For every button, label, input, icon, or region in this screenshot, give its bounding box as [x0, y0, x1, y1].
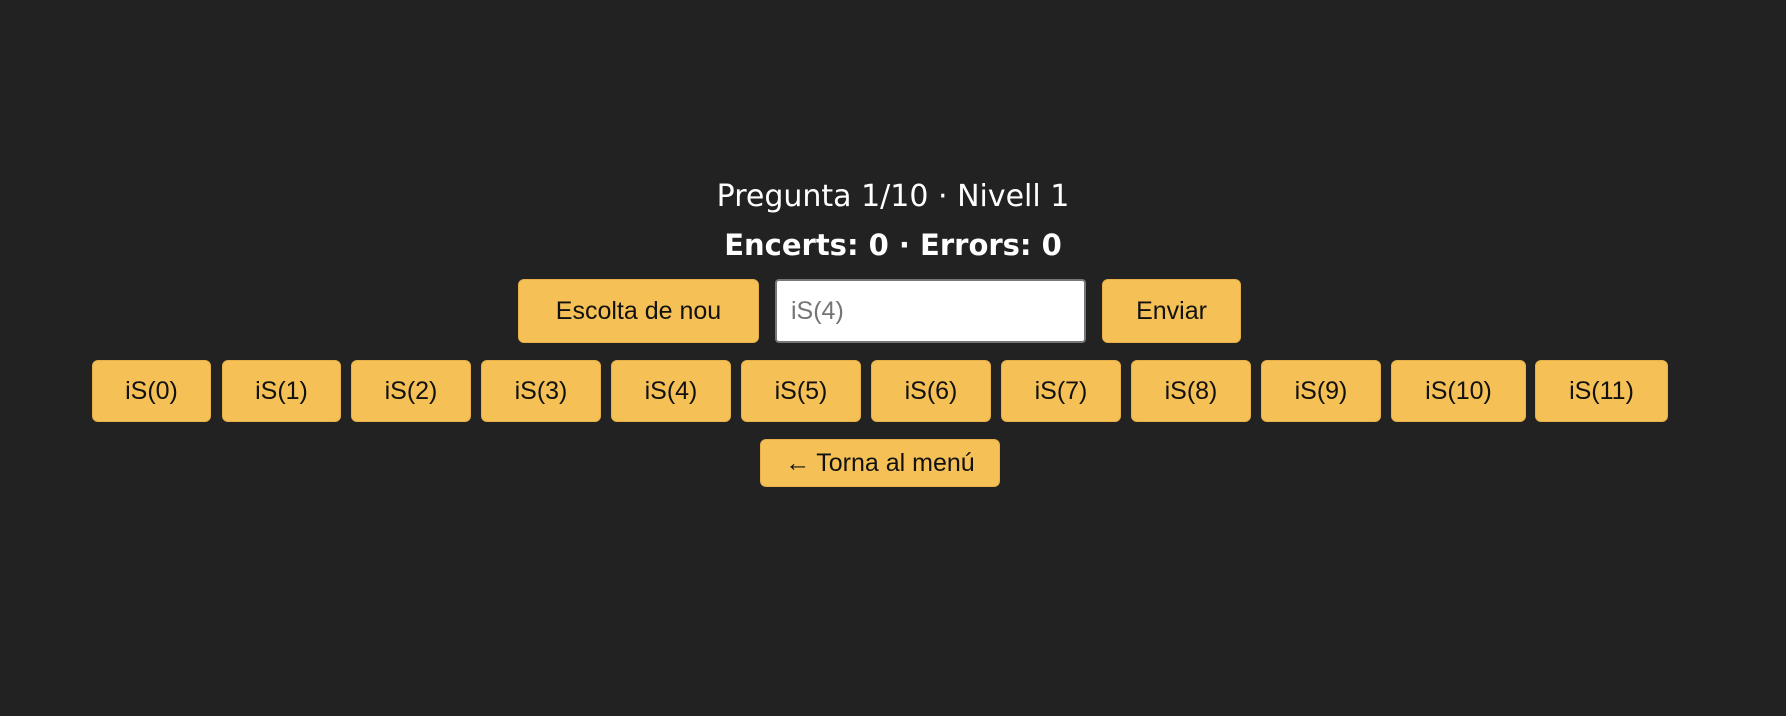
option-button-is-8[interactable]: iS(8)	[1131, 360, 1251, 422]
option-button-is-9[interactable]: iS(9)	[1261, 360, 1381, 422]
back-to-menu-button[interactable]: ← Torna al menú	[760, 439, 1000, 487]
replay-button[interactable]: Escolta de nou	[518, 279, 759, 343]
option-button-is-7[interactable]: iS(7)	[1001, 360, 1121, 422]
option-button-is-3[interactable]: iS(3)	[481, 360, 601, 422]
option-button-is-11[interactable]: iS(11)	[1535, 360, 1668, 422]
option-button-is-4[interactable]: iS(4)	[611, 360, 731, 422]
option-button-is-1[interactable]: iS(1)	[222, 360, 341, 422]
option-button-is-0[interactable]: iS(0)	[92, 360, 211, 422]
answer-input[interactable]	[775, 279, 1086, 343]
submit-button[interactable]: Enviar	[1102, 279, 1241, 343]
back-to-menu-label: Torna al menú	[816, 448, 975, 477]
option-button-is-5[interactable]: iS(5)	[741, 360, 861, 422]
arrow-left-icon: ←	[785, 448, 811, 477]
option-button-is-2[interactable]: iS(2)	[351, 360, 471, 422]
score-status: Encerts: 0 · Errors: 0	[724, 228, 1062, 262]
option-button-is-6[interactable]: iS(6)	[871, 360, 991, 422]
question-status: Pregunta 1/10 · Nivell 1	[716, 179, 1070, 214]
option-button-is-10[interactable]: iS(10)	[1391, 360, 1526, 422]
